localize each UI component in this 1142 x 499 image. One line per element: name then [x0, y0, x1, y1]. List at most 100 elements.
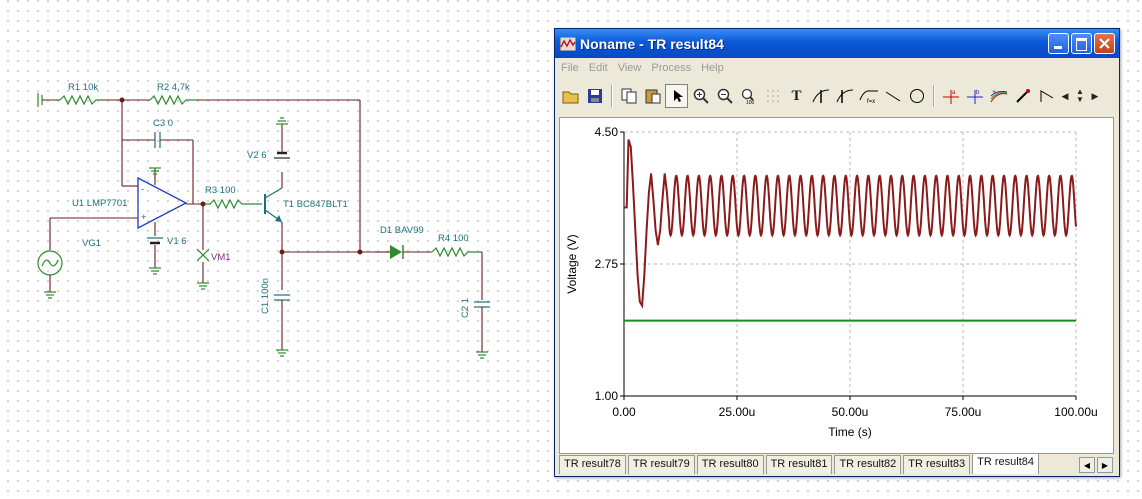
nav-updown-button[interactable]: ▲▼ — [1072, 84, 1088, 108]
curve-add-button[interactable]: + — [987, 84, 1010, 108]
cursor-a-add-button[interactable]: a — [939, 84, 962, 108]
zoom-out-button[interactable] — [713, 84, 736, 108]
resistor-r3[interactable]: R3 100 — [205, 185, 262, 210]
marker-button[interactable] — [1035, 84, 1058, 108]
resistor-r1[interactable]: R1 10k — [59, 82, 100, 106]
opamp-u1[interactable]: - + U1 LMP7701 — [72, 176, 188, 230]
resistor-r4[interactable]: R4 100 — [431, 233, 482, 258]
nav-right-button[interactable]: ▶ — [1089, 84, 1101, 108]
resistor-r2[interactable]: R2 4,7k — [149, 82, 195, 106]
tab-scroll-left-button[interactable]: ◀ — [1079, 457, 1095, 473]
tab-tr-result79[interactable]: TR result79 — [627, 455, 695, 474]
battery-v1[interactable]: V1 6 — [147, 236, 187, 247]
zoom-100-button[interactable]: 100 — [737, 84, 760, 108]
formula-button[interactable]: f=x — [857, 84, 880, 108]
capacitor-c2[interactable]: C2 1 — [460, 298, 490, 318]
copy-icon — [621, 88, 636, 104]
nav-left-icon: ◀ — [1061, 90, 1069, 101]
circle-button[interactable] — [905, 84, 928, 108]
tab-scroll: ◀ ▶ — [1079, 457, 1113, 473]
menu-view[interactable]: View — [617, 62, 642, 74]
cursor-b-add-button[interactable]: b — [963, 84, 986, 108]
toolbar: 100 T f=x a b + ◀ ▲▼ ▶ — [559, 81, 1115, 111]
paste-icon — [645, 89, 660, 104]
x-tick-label: 100.00u — [1054, 405, 1097, 419]
menu-edit[interactable]: Edit — [588, 62, 608, 74]
probe-button[interactable] — [1011, 84, 1034, 108]
chevron-left-icon: ◀ — [1083, 460, 1091, 470]
label-v1: V1 6 — [167, 236, 187, 247]
app-icon — [560, 36, 576, 51]
save-button[interactable] — [583, 84, 606, 108]
chevron-right-icon: ▶ — [1101, 460, 1109, 470]
transistor-t1[interactable]: T1 BC847BLT1 — [264, 187, 348, 223]
window-titlebar[interactable]: Noname - TR result84 — [555, 29, 1119, 58]
probe-icon — [1015, 89, 1030, 103]
opamp-minus-label: - — [141, 184, 144, 195]
menu-bar: File Edit View Process Help — [555, 58, 1119, 78]
zoom-in-button[interactable] — [689, 84, 712, 108]
grid-button[interactable] — [761, 84, 784, 108]
cursor-b-add-icon: b — [966, 90, 983, 104]
capacitor-c1[interactable]: C1 100n — [260, 278, 290, 314]
cursor-a-button[interactable] — [809, 84, 832, 108]
curve-add-icon: + — [990, 89, 1007, 103]
x-tick-label: 75.00u — [945, 405, 982, 419]
toolbar-separator — [611, 85, 613, 107]
marker-icon — [1040, 90, 1053, 102]
cursor-b-button[interactable] — [833, 84, 856, 108]
label-c3: C3 0 — [153, 118, 173, 129]
label-c2: C2 1 — [460, 298, 471, 318]
input-source-terminal[interactable] — [37, 93, 60, 107]
y-tick-label: 1.00 — [595, 389, 619, 403]
battery-v2[interactable]: V2 6 — [247, 150, 290, 161]
menu-help[interactable]: Help — [701, 62, 724, 74]
voltmeter-vm1[interactable]: VM1 — [196, 248, 231, 263]
maximize-button[interactable] — [1071, 33, 1092, 54]
diode-d1[interactable]: D1 BAV99 — [380, 225, 424, 259]
close-icon — [1099, 38, 1110, 49]
generator-vg1[interactable]: VG1 — [37, 238, 101, 276]
maximize-icon — [1076, 38, 1087, 51]
x-tick-label: 50.00u — [832, 405, 869, 419]
nav-left-button[interactable]: ◀ — [1059, 84, 1071, 108]
open-button[interactable] — [559, 84, 582, 108]
tab-tr-result78[interactable]: TR result78 — [559, 455, 626, 474]
menu-file[interactable]: File — [561, 62, 579, 74]
tab-tr-result80[interactable]: TR result80 — [696, 455, 764, 474]
close-button[interactable] — [1094, 33, 1115, 54]
text-button[interactable]: T — [785, 84, 808, 108]
line-icon — [885, 91, 900, 102]
y-tick-label: 2.75 — [595, 257, 619, 271]
label-c1: C1 100n — [260, 278, 271, 314]
cursor-b-icon — [836, 89, 853, 103]
label-d1: D1 BAV99 — [380, 225, 424, 236]
tab-scroll-right-button[interactable]: ▶ — [1097, 457, 1113, 473]
opamp-plus-label: + — [141, 212, 147, 223]
tab-tr-result82[interactable]: TR result82 — [834, 455, 902, 474]
minimize-icon — [1054, 46, 1062, 49]
label-r2: R2 4,7k — [157, 82, 190, 93]
label-r1: R1 10k — [68, 82, 98, 93]
save-icon — [587, 89, 602, 103]
pointer-button[interactable] — [665, 84, 688, 108]
label-u1: U1 LMP7701 — [72, 198, 127, 209]
label-t1: T1 BC847BLT1 — [283, 199, 348, 210]
tab-tr-result81[interactable]: TR result81 — [765, 455, 833, 474]
capacitor-c3[interactable]: C3 0 — [153, 118, 173, 148]
open-icon — [562, 91, 578, 104]
zoom-out-icon — [717, 88, 733, 104]
cursor-a-add-icon: a — [942, 90, 959, 104]
result-window[interactable]: Noname - TR result84 File Edit View Proc… — [554, 28, 1120, 477]
circuit-schematic[interactable]: R1 10k R2 4,7k C3 0 - + U1 LMP7701 V1 6 — [0, 0, 550, 499]
copy-button[interactable] — [617, 84, 640, 108]
minimize-button[interactable] — [1048, 33, 1069, 54]
tab-tr-result83[interactable]: TR result83 — [903, 455, 971, 474]
paste-button[interactable] — [641, 84, 664, 108]
tab-tr-result84[interactable]: TR result84 — [972, 453, 1040, 474]
series-voltage-oscillation — [624, 139, 1077, 309]
menu-process[interactable]: Process — [651, 62, 692, 74]
line-button[interactable] — [881, 84, 904, 108]
